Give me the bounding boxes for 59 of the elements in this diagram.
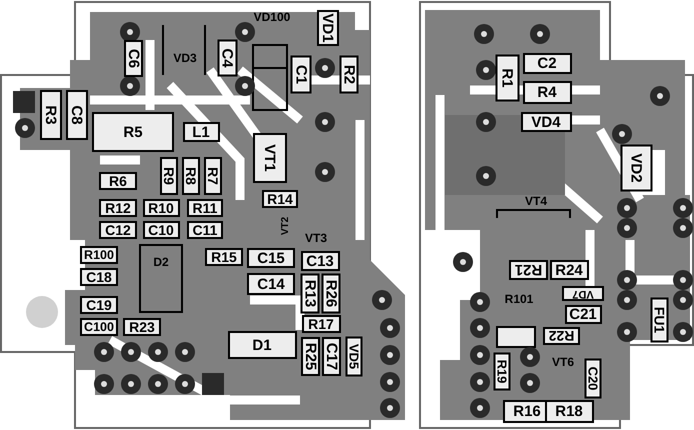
component-outline: R8: [182, 157, 200, 195]
component-outline: FU1: [650, 298, 668, 342]
component-outline: R22: [542, 327, 580, 345]
component-outline: C14: [247, 273, 295, 295]
component-outline: R100: [80, 246, 118, 264]
component-outline: D1: [228, 331, 296, 359]
part-label: VT3: [304, 230, 328, 246]
component-outline: R7: [204, 157, 222, 195]
component-outline: C4: [217, 40, 237, 76]
component-outline: VD1: [317, 10, 339, 46]
component-outline: C19: [80, 296, 118, 314]
component-outline: R19: [494, 352, 510, 390]
component-outline: R9: [160, 157, 178, 195]
component-outline: R25: [300, 336, 320, 376]
part-label: VT2: [279, 216, 292, 238]
component-outline: R5: [92, 112, 174, 152]
component-outline: R17: [302, 315, 340, 333]
component-outline: C20: [584, 358, 602, 398]
component-outline: C2: [522, 52, 572, 74]
component-outline: R24: [550, 260, 588, 280]
component-outline: R21: [508, 260, 548, 280]
component-outline: R12: [99, 199, 137, 217]
component-outline: C17: [322, 336, 340, 376]
component-outline: C1: [290, 55, 312, 93]
component-outline: VT1: [253, 133, 287, 183]
component-outline: C12: [99, 221, 137, 239]
part-label: VT4: [524, 193, 548, 209]
part-label: VD100: [252, 9, 292, 25]
component-outline: VD5: [346, 336, 362, 376]
component-outline: R23: [123, 318, 161, 336]
component-outline: C11: [187, 221, 223, 239]
component-outline: C8: [66, 90, 88, 140]
component-outline: VD2: [620, 144, 652, 192]
component-outline: R4: [522, 80, 572, 104]
component-outline: VD4: [520, 112, 572, 132]
component-outline: VD7: [562, 286, 604, 300]
component-outline: R2: [340, 55, 358, 93]
component-outline: R15: [205, 248, 243, 266]
component-outline: R11: [187, 199, 223, 217]
component-outline: R6: [99, 172, 137, 190]
component-outline: C21: [564, 304, 602, 324]
component-outline: R3: [40, 90, 62, 140]
component-outline: R10: [142, 199, 180, 217]
part-label: D2: [152, 254, 170, 270]
component-outline: R1: [495, 54, 519, 102]
part-label: R101: [504, 291, 534, 307]
component-outline: R26: [322, 273, 340, 313]
component-outline: C100: [80, 318, 118, 336]
part-label: VT6: [550, 354, 575, 370]
component-outline: R18: [544, 400, 594, 422]
component-outline: C15: [247, 248, 295, 268]
component-outline: C6: [124, 40, 142, 76]
component-outline: C10: [142, 221, 180, 239]
component-outline: R14: [262, 190, 298, 208]
component-outline: C18: [80, 268, 118, 286]
component-outline: R13: [300, 273, 320, 313]
component-outline: L1: [182, 122, 220, 142]
component-outline: C13: [300, 251, 340, 271]
part-label: VD3: [172, 50, 198, 66]
